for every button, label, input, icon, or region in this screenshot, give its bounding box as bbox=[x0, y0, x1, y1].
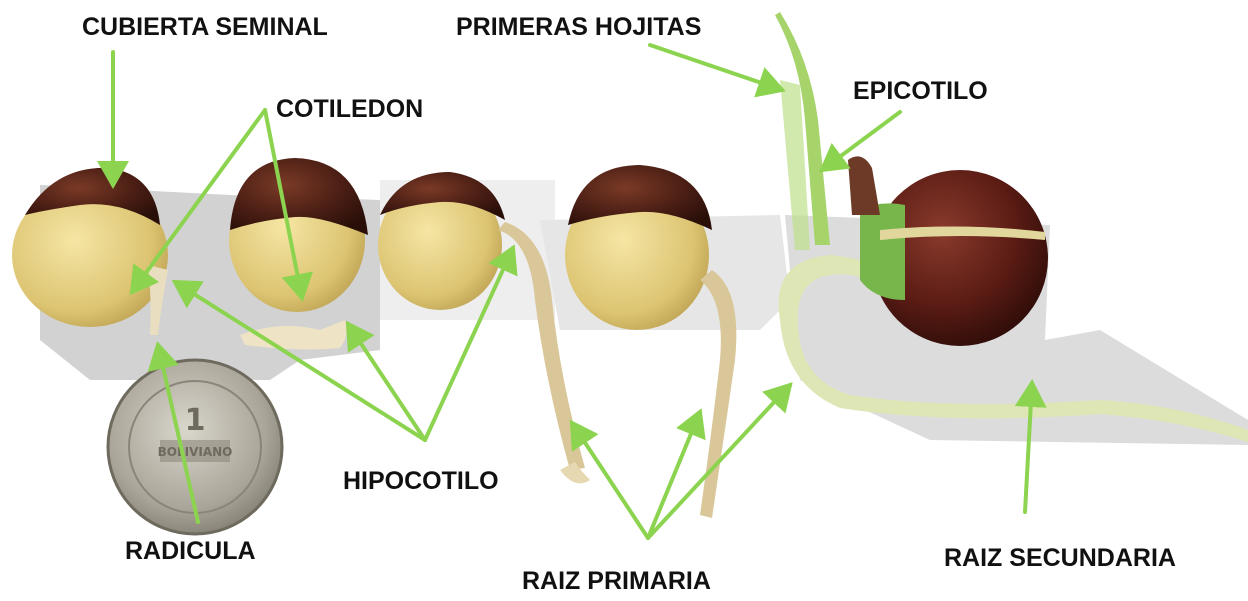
label-epicotilo: EPICOTILO bbox=[853, 77, 988, 106]
label-raiz-primaria: RAIZ PRIMARIA bbox=[522, 567, 711, 596]
label-primeras-hojitas: PRIMERAS HOJITAS bbox=[456, 13, 701, 42]
coin-number: 1 bbox=[185, 403, 206, 438]
label-raiz-secundaria: RAIZ SECUNDARIA bbox=[944, 544, 1176, 573]
arrow-raiz-primaria-2 bbox=[648, 412, 700, 538]
label-hipocotilo: HIPOCOTILO bbox=[343, 467, 499, 496]
label-radicula: RADICULA bbox=[125, 537, 256, 566]
arrow-hipocotilo-2 bbox=[348, 324, 425, 440]
label-cotiledon: COTILEDON bbox=[276, 95, 423, 124]
coin-word: BOLIVIANO bbox=[158, 445, 233, 459]
arrow-primeras-hojitas bbox=[650, 45, 782, 90]
label-cubierta-seminal: CUBIERTA SEMINAL bbox=[82, 13, 328, 42]
seed-3 bbox=[378, 172, 590, 483]
